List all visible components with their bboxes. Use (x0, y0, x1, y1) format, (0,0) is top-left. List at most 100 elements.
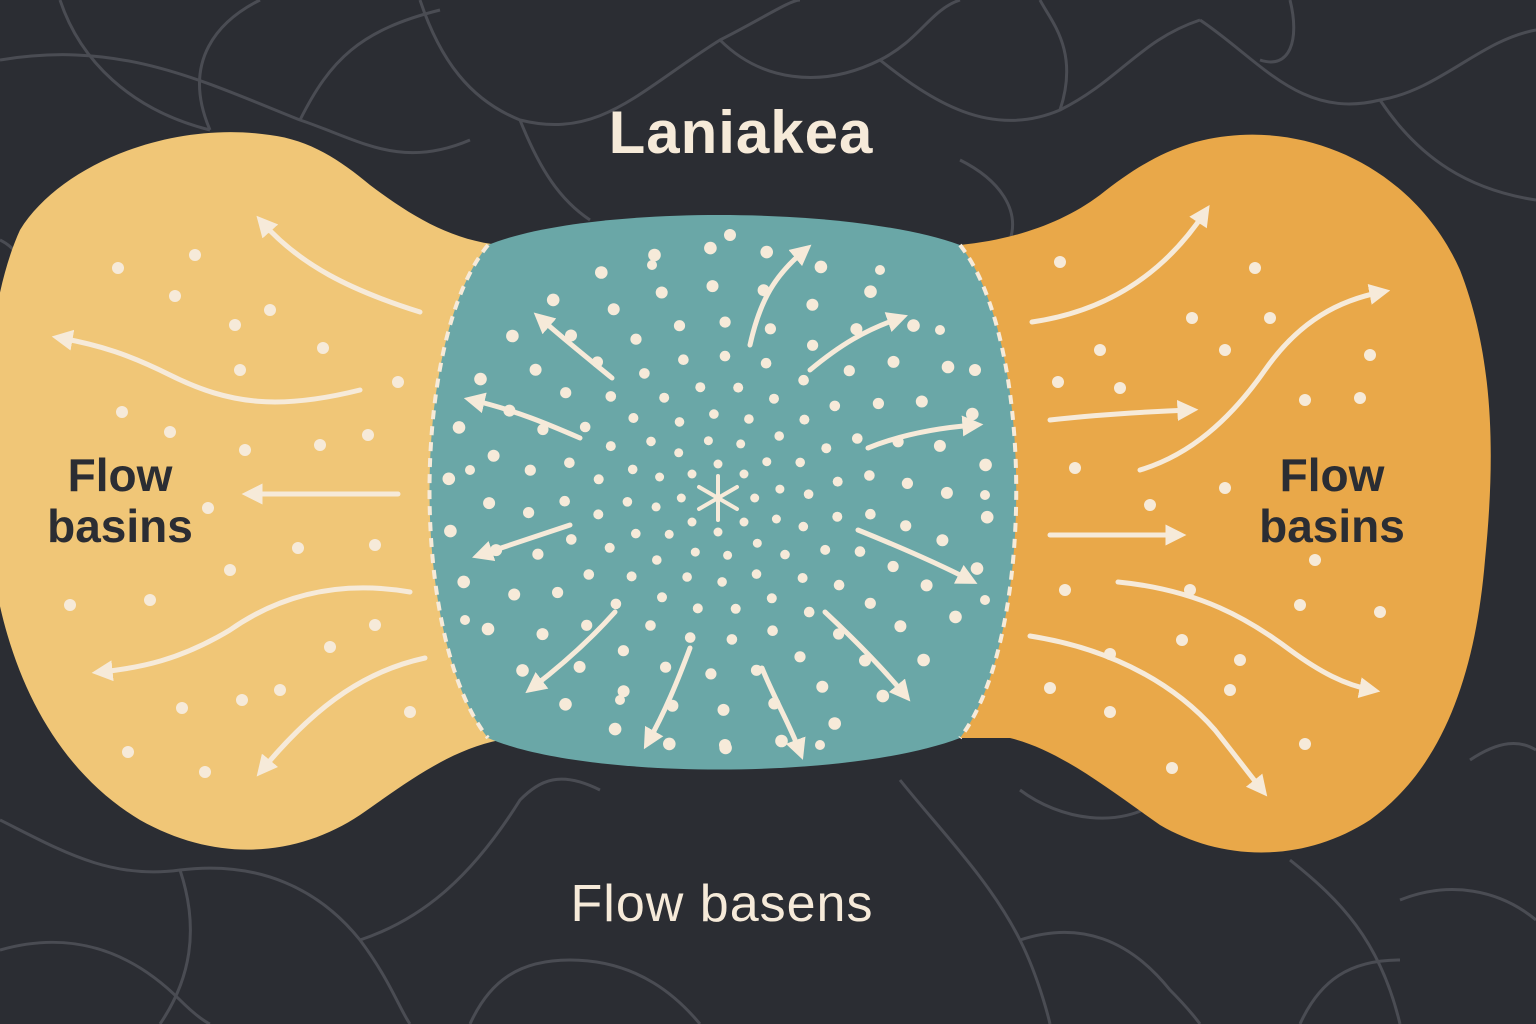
particle-dot (752, 538, 762, 548)
particle-dot (1052, 376, 1064, 388)
particle-dot (317, 342, 329, 354)
particle-dot (645, 620, 656, 631)
particle-dot (566, 534, 577, 545)
right-basin-flow-arrows (1027, 204, 1391, 797)
particle-dot (771, 514, 781, 524)
particle-dot (369, 619, 381, 631)
arrow-icon (533, 312, 615, 381)
particle-dot (581, 619, 593, 631)
particle-dot (780, 549, 790, 560)
arrow-icon (256, 655, 428, 777)
particle-dot (483, 497, 496, 510)
particle-dot (833, 579, 845, 591)
particle-dot (775, 734, 788, 748)
particle-dot (659, 392, 670, 403)
particle-dot (876, 689, 890, 703)
particle-dot (739, 469, 749, 479)
particle-dot (655, 472, 665, 482)
particle-dot (717, 577, 727, 587)
left-basin-flow-arrows (51, 215, 428, 777)
particle-dot (767, 625, 778, 636)
arrow-icon (822, 609, 911, 702)
particle-dot (1219, 482, 1231, 494)
basin-particles (64, 249, 1386, 778)
arrow-icon (643, 645, 693, 750)
particle-dot (199, 766, 211, 778)
particle-dot (595, 266, 608, 279)
particle-dot (442, 472, 456, 486)
particle-dot (1104, 706, 1116, 718)
particle-dot (392, 376, 404, 388)
particle-dot (807, 339, 819, 351)
particle-dot (552, 586, 564, 599)
particle-dot (690, 547, 700, 557)
particle-dot (674, 448, 684, 458)
particle-dot (739, 517, 749, 527)
arrow-icon (91, 585, 413, 682)
particle-dot (324, 641, 336, 653)
particle-dot (1069, 462, 1081, 474)
particle-dot (646, 436, 656, 447)
particle-dot (949, 610, 962, 624)
particle-dot (676, 493, 686, 503)
particle-dot (452, 421, 466, 434)
arrow-icon (807, 312, 908, 373)
particle-dot (506, 329, 519, 343)
particle-dot (750, 664, 763, 676)
particle-dot (122, 746, 134, 758)
left-basin-label-line2: basins (47, 499, 193, 552)
particle-dot (828, 717, 841, 730)
diagram-title: Laniakea (608, 99, 874, 166)
particle-dot (508, 588, 521, 601)
particle-dot (663, 737, 676, 751)
particle-dot (803, 606, 815, 618)
arrow-icon (463, 392, 583, 441)
particle-dot (651, 502, 661, 512)
particle-dot (1219, 344, 1231, 356)
arrow-icon (1115, 579, 1381, 699)
particle-dot (764, 323, 777, 335)
particle-dot (516, 664, 529, 677)
particle-dot (687, 469, 697, 479)
particle-dot (920, 579, 933, 592)
particle-dot (564, 457, 575, 469)
particle-dot (1309, 554, 1321, 566)
particle-dot (684, 632, 696, 643)
particle-dot (202, 502, 214, 514)
particle-dot (626, 571, 637, 582)
particle-dot (116, 406, 128, 418)
particle-dot (875, 265, 885, 275)
particle-dot (797, 573, 808, 583)
particle-dot (687, 517, 697, 527)
particle-dot (546, 293, 560, 307)
particle-dot (673, 320, 686, 332)
particle-dot (169, 290, 181, 302)
particle-dot (605, 441, 616, 452)
particle-dot (1234, 654, 1246, 666)
particle-dot (537, 423, 549, 436)
particle-dot (524, 464, 536, 476)
arrow-icon (747, 244, 812, 348)
particle-dot (865, 508, 876, 520)
particle-dot (639, 368, 650, 379)
particle-dot (704, 241, 717, 255)
particle-dot (529, 363, 542, 376)
particle-dot (112, 262, 124, 274)
particle-dot (713, 527, 723, 537)
particle-dot (940, 486, 953, 499)
arrow-icon (1027, 633, 1268, 797)
particle-dot (935, 325, 945, 335)
particle-dot (1186, 312, 1198, 324)
particle-dot (980, 595, 990, 605)
arrow-icon (865, 415, 984, 451)
core-particles (442, 229, 994, 755)
arrow-icon (1029, 204, 1210, 325)
particle-dot (1354, 392, 1366, 404)
particle-dot (622, 497, 633, 507)
particle-dot (523, 506, 535, 519)
particle-dot (631, 528, 641, 539)
particle-dot (900, 520, 912, 532)
particle-dot (723, 550, 733, 560)
